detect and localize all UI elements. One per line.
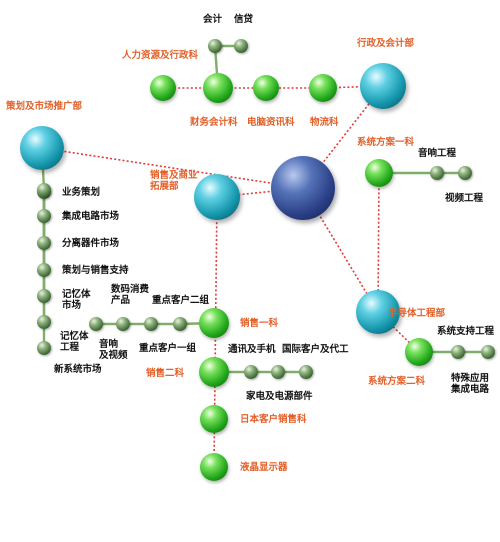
connector-hub-semi <box>302 187 379 313</box>
node-admin-accounting-dept <box>360 63 406 109</box>
node-japan-sales-label: 日本客户销售科 <box>240 414 307 425</box>
node-japan-sales <box>200 405 228 433</box>
node-key-account-2-label: 重点客户二组 <box>152 295 210 306</box>
node-new-system-market <box>37 341 51 355</box>
connector-hub-planning <box>41 147 304 189</box>
node-asic <box>481 345 495 359</box>
node-discrete-market-label: 分离器件市场 <box>62 238 120 249</box>
node-planning-junction <box>37 183 51 197</box>
node-memory-eng-label: 记忆体 工程 <box>60 331 89 353</box>
node-telecom-mobile <box>244 365 258 379</box>
node-sales-2 <box>199 357 229 387</box>
node-memory-eng <box>37 315 51 329</box>
node-credit <box>234 39 248 53</box>
node-video-eng-label: 视频工程 <box>445 193 484 204</box>
node-audio-video-label: 音响 及视频 <box>99 339 128 361</box>
node-planning-marketing-dept <box>20 126 64 170</box>
node-ic-market-label: 集成电路市场 <box>62 211 120 222</box>
node-telecom-mobile-label: 通讯及手机 <box>228 344 276 355</box>
node-semiconductor-eng-dept-label: 半导体工程部 <box>388 308 446 319</box>
node-hr-admin <box>150 75 176 101</box>
node-lcd <box>200 453 228 481</box>
node-sales-1-label: 销售一科 <box>240 318 279 329</box>
node-new-system-market-label: 新系统市场 <box>54 364 102 375</box>
node-logistics <box>309 74 337 102</box>
node-video-eng <box>458 166 472 180</box>
node-credit-label: 信贷 <box>234 14 254 25</box>
node-sales-2-label: 销售二科 <box>146 368 185 379</box>
node-digital-consumer-label: 数码消费 产品 <box>111 284 150 306</box>
node-key-account-2 <box>173 317 187 331</box>
node-planning-marketing-dept-label: 策划及市场推广部 <box>6 101 83 112</box>
node-solutions-1-label: 系统方案一科 <box>357 137 415 148</box>
node-hr-admin-label: 人力资源及行政科 <box>122 50 199 61</box>
node-accounting <box>208 39 222 53</box>
node-key-account-1 <box>144 317 158 331</box>
node-audio-eng <box>430 166 444 180</box>
node-digital-consumer <box>116 317 130 331</box>
node-intl-oem <box>299 365 313 379</box>
node-ic-market <box>37 209 51 223</box>
node-admin-accounting-dept-label: 行政及会计部 <box>357 38 415 49</box>
node-sales-bizdev-dept-label: 销售及商业 拓展部 <box>150 170 198 192</box>
node-key-account-1-label: 重点客户一组 <box>139 343 197 354</box>
node-planning-sales-support-label: 策划与销售支持 <box>62 265 129 276</box>
node-audio-video <box>89 317 103 331</box>
node-solutions-2 <box>405 338 433 366</box>
hub-node <box>271 156 335 220</box>
node-planning-sales-support <box>37 263 51 277</box>
node-finance <box>203 73 233 103</box>
node-system-support-eng-label: 系统支持工程 <box>437 326 495 337</box>
node-sales-bizdev-dept <box>194 174 240 220</box>
node-discrete-market <box>37 236 51 250</box>
node-semiconductor-eng-dept <box>356 290 400 334</box>
node-intl-oem-label: 国际客户及代工 <box>282 344 349 355</box>
node-memory-market-label: 记忆体 市场 <box>62 289 91 311</box>
node-solutions-2-label: 系统方案二科 <box>368 376 426 387</box>
node-it <box>253 75 279 101</box>
node-it-label: 电脑资讯科 <box>247 117 295 128</box>
node-lcd-label: 液晶显示器 <box>240 462 288 473</box>
node-accounting-label: 会计 <box>203 14 223 25</box>
node-asic-label: 特殊应用 集成电路 <box>451 373 490 395</box>
node-solutions-1 <box>365 159 393 187</box>
node-finance-label: 财务会计科 <box>190 117 238 128</box>
node-system-support-eng <box>451 345 465 359</box>
node-business-planning-label: 业务策划 <box>62 187 101 198</box>
node-audio-eng-label: 音响工程 <box>418 148 457 159</box>
node-memory-market <box>37 289 51 303</box>
node-appliance-power <box>271 365 285 379</box>
node-logistics-label: 物流科 <box>310 117 339 128</box>
node-sales-1 <box>199 308 229 338</box>
node-appliance-power-label: 家电及电源部件 <box>246 391 313 402</box>
